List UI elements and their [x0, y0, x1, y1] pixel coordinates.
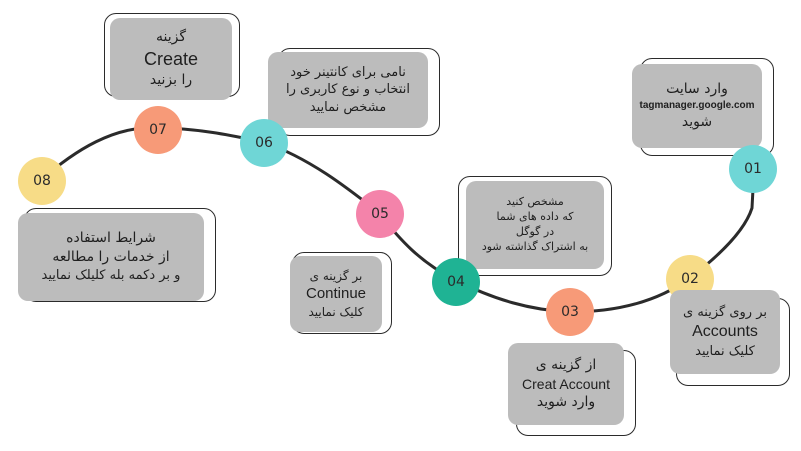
- step-01-line-3: شوید: [681, 113, 713, 130]
- step-05-card: بر گزینه ی Continue کلیک نمایید: [290, 256, 382, 332]
- step-02-line-2: Accounts: [692, 323, 758, 341]
- step-07-line-2: Create: [143, 48, 199, 69]
- step-08-card: شرایط استفاده از خدمات را مطالعه و بر دک…: [18, 213, 204, 301]
- step-05-line-1: بر گزینه ی: [309, 268, 363, 283]
- step-01-badge: 01: [729, 145, 777, 193]
- step-08-number: 08: [33, 173, 51, 189]
- step-08-badge: 08: [18, 157, 66, 205]
- step-06-line-1: نامی برای کانتینر خود: [290, 64, 406, 80]
- step-03-number: 03: [561, 304, 579, 320]
- step-01-card: وارد سایت tagmanager.google.com شوید: [632, 64, 762, 148]
- step-06-line-3: مشخص نمایید: [309, 99, 387, 115]
- step-04-line-1: مشخص کنید: [506, 195, 564, 209]
- step-03-card: از گزینه ی Creat Account وارد شوید: [508, 343, 624, 425]
- step-03-line-1: از گزینه ی: [535, 356, 597, 373]
- step-04-card-outline: [458, 176, 612, 276]
- step-08-line-3: و بر دکمه بله کلیلک نمایید: [41, 268, 181, 284]
- step-05-number: 05: [371, 206, 389, 222]
- step-01-number: 01: [744, 161, 762, 177]
- step-07-badge: 07: [134, 106, 182, 154]
- step-06-card: نامی برای کانتینر خود انتخاب و نوع کاربر…: [268, 52, 428, 128]
- step-05-line-3: کلیک نمایید: [308, 305, 364, 320]
- step-04-line-4: به اشتراک گذاشته شود: [481, 239, 589, 253]
- step-07-card: گزینه Create را بزنید: [110, 18, 232, 100]
- step-03-line-3: وارد شوید: [536, 394, 596, 411]
- step-02-number: 02: [681, 271, 699, 287]
- step-06-badge: 06: [240, 119, 288, 167]
- step-04-line-2: که داده های شما: [496, 210, 574, 224]
- step-01-line-1: وارد سایت: [666, 81, 728, 98]
- step-04-line-3: در گوگل: [515, 225, 555, 238]
- step-02-line-3: کلیک نمایید: [695, 343, 755, 359]
- step-02-line-1: بر روی گزینه ی: [683, 304, 767, 320]
- step-06-line-2: انتخاب و نوع کاربری را: [286, 82, 410, 98]
- step-04-badge: 04: [432, 258, 480, 306]
- step-02-card: بر روی گزینه ی Accounts کلیک نمایید: [670, 290, 780, 374]
- step-08-line-1: شرایط استفاده: [66, 230, 156, 247]
- step-05-badge: 05: [356, 190, 404, 238]
- step-08-line-2: از خدمات را مطالعه: [52, 249, 170, 266]
- step-03-line-2: Creat Account: [522, 375, 610, 392]
- step-07-line-1: گزینه: [155, 28, 187, 45]
- step-03-badge: 03: [546, 288, 594, 336]
- step-07-line-3: را بزنید: [149, 72, 193, 89]
- step-04-number: 04: [447, 274, 465, 290]
- step-06-number: 06: [255, 135, 273, 151]
- step-04-card: مشخص کنید که داده های شما در گوگل به اشت…: [466, 181, 604, 269]
- step-01-line-2: tagmanager.google.com: [639, 100, 755, 112]
- step-05-line-2: Continue: [305, 284, 367, 302]
- step-07-number: 07: [149, 122, 167, 138]
